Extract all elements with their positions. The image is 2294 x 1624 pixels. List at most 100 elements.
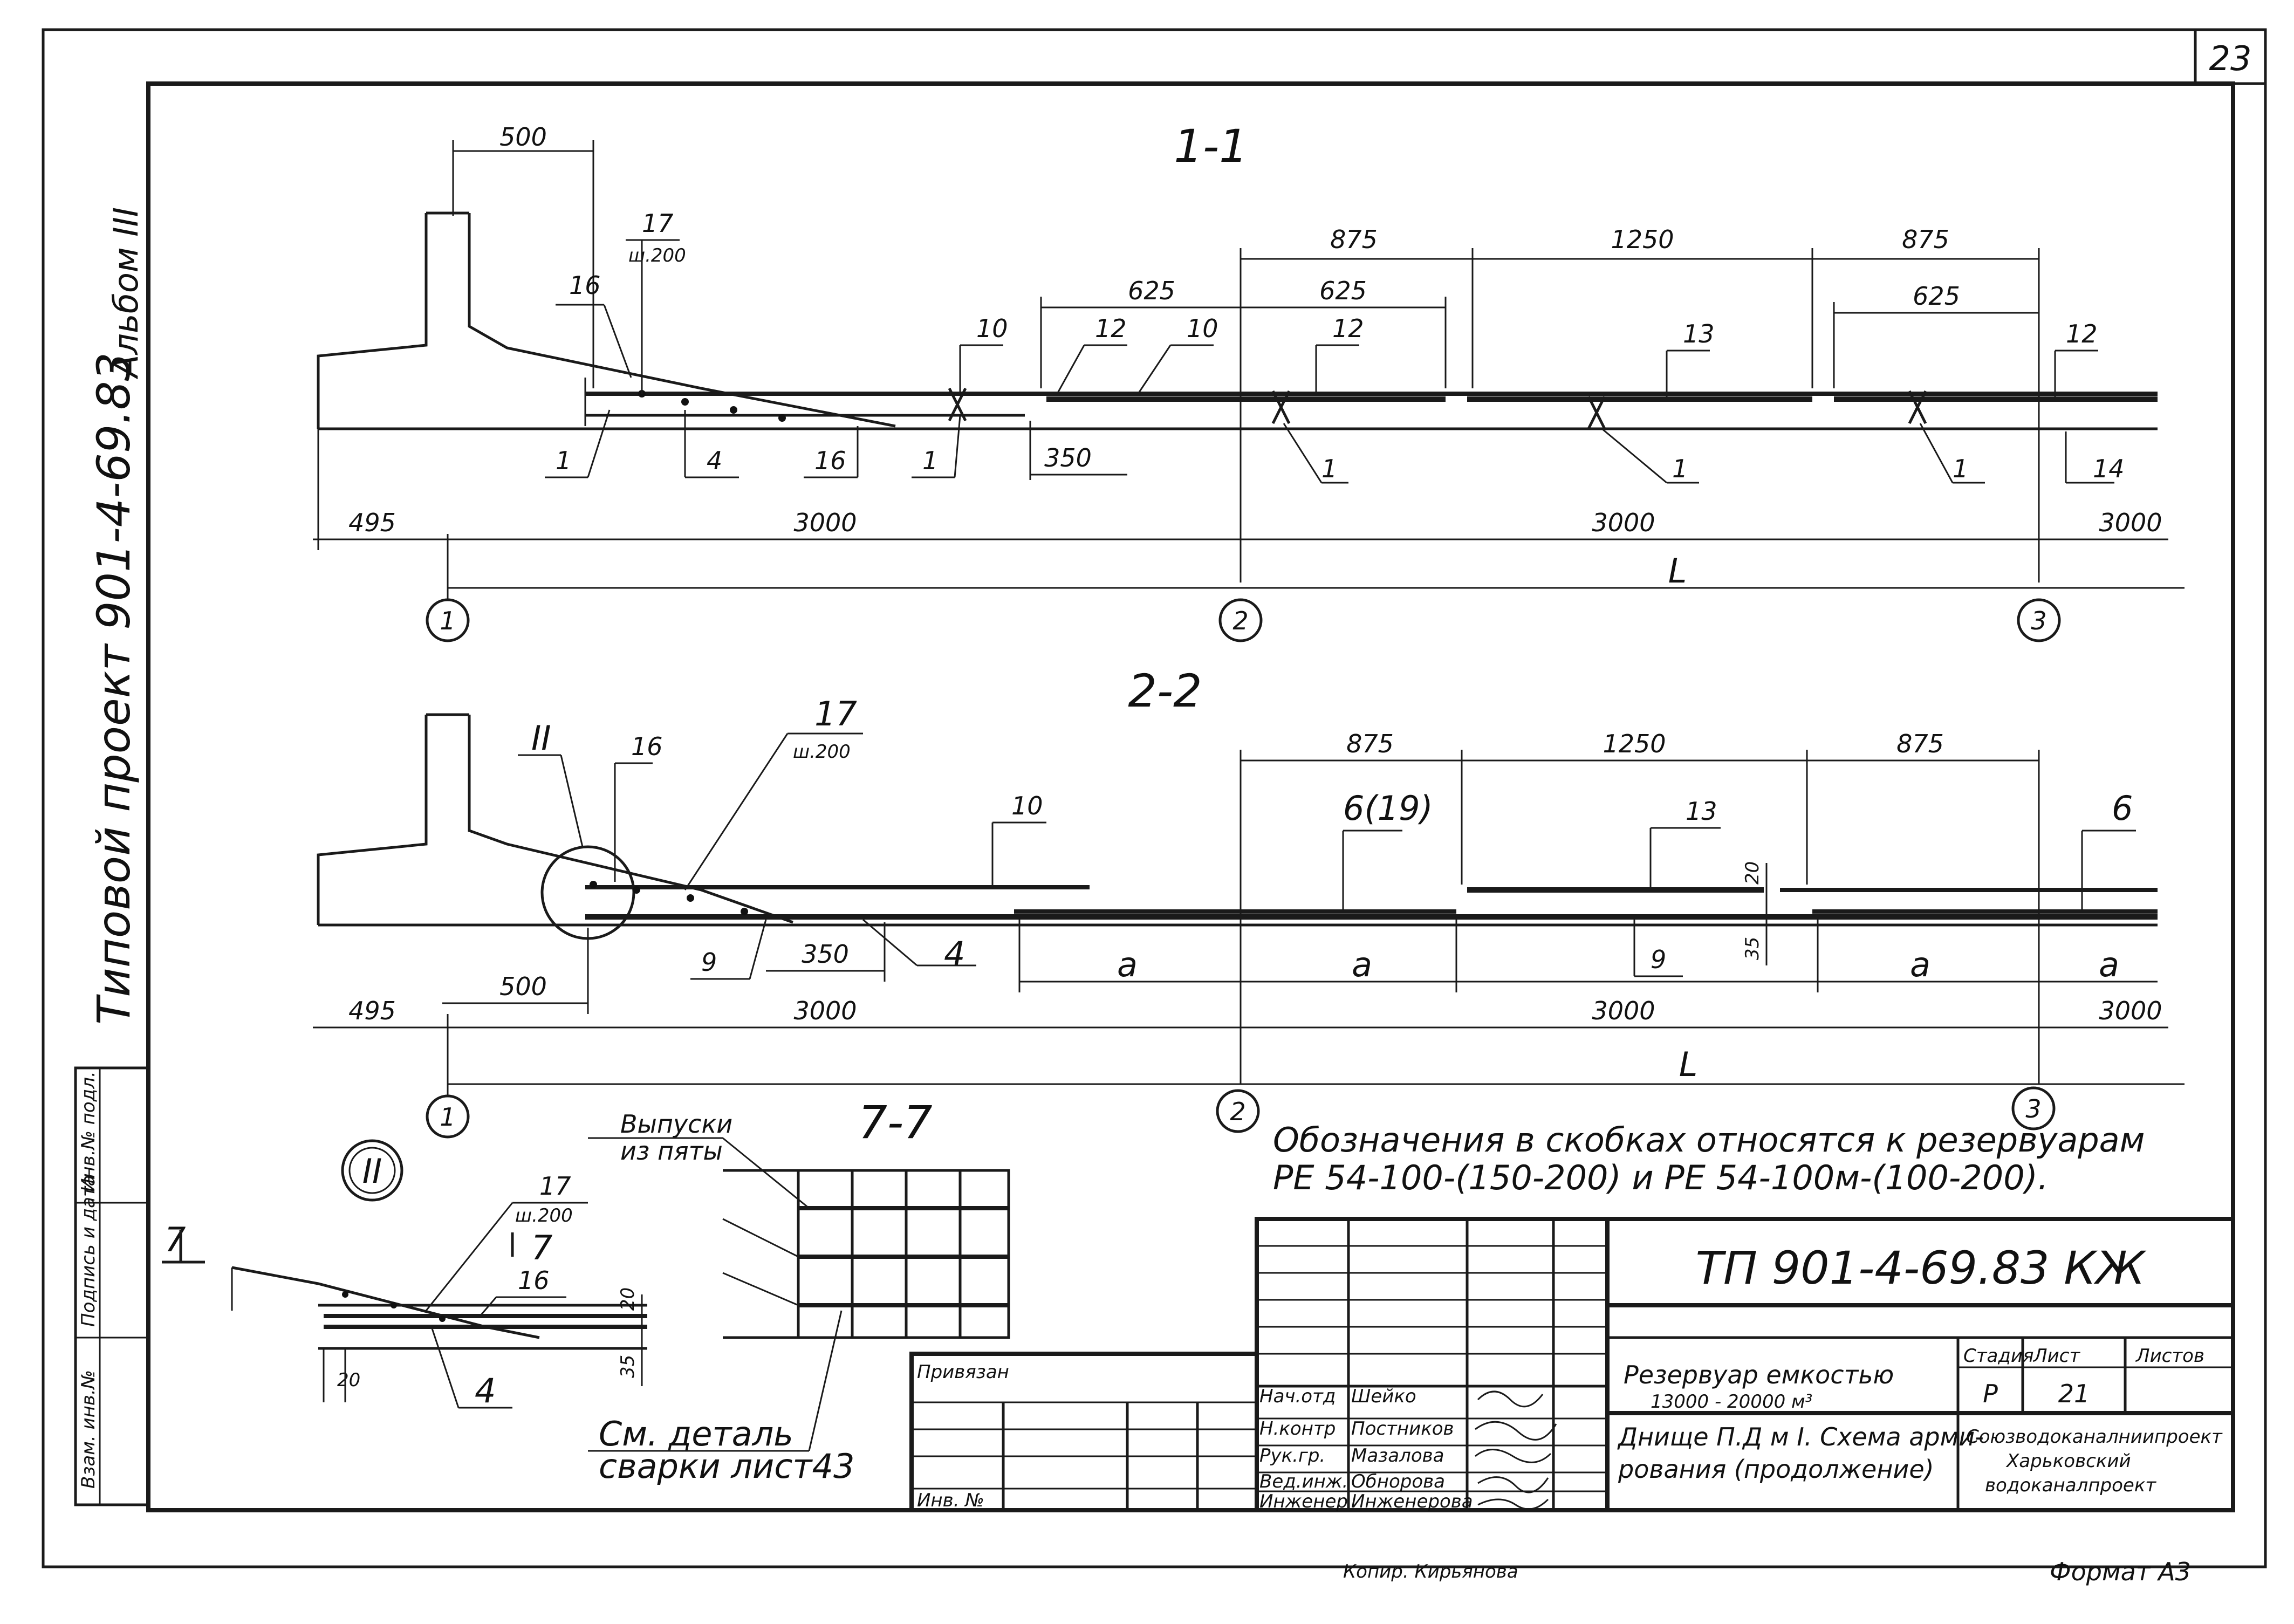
svg-text:Харьковский: Харьковский bbox=[2005, 1450, 2131, 1472]
svg-text:a: a bbox=[2099, 945, 2119, 984]
section-1-title: 1-1 bbox=[1174, 120, 1248, 173]
svg-text:Постников: Постников bbox=[1351, 1418, 1454, 1440]
sheet-number-box bbox=[2194, 28, 2267, 85]
svg-text:1: 1 bbox=[1672, 454, 1688, 483]
footer-format: Формат А3 bbox=[2050, 1557, 2191, 1586]
svg-text:ш.200: ш.200 bbox=[628, 245, 686, 266]
detail-II: II 17 ш.200 7 7 16 20 35 20 4 bbox=[162, 1139, 647, 1410]
svg-text:Союзводоканалниипроект: Союзводоканалниипроект bbox=[1966, 1426, 2223, 1448]
svg-text:Стадия: Стадия bbox=[1963, 1345, 2033, 1367]
side-album: Альбом III bbox=[106, 207, 146, 380]
svg-text:20: 20 bbox=[1742, 861, 1763, 885]
svg-text:12: 12 bbox=[2066, 319, 2098, 348]
side-project: Типовой проект 901-4-69.83 bbox=[87, 352, 140, 1025]
svg-text:a: a bbox=[1910, 945, 1930, 984]
outer-frame bbox=[42, 28, 2267, 1568]
sheet-number: 23 bbox=[2209, 39, 2252, 78]
svg-text:625: 625 bbox=[1128, 276, 1175, 305]
svg-text:3: 3 bbox=[2031, 606, 2046, 635]
svg-text:II: II bbox=[362, 1152, 382, 1191]
svg-text:Инв. №: Инв. № bbox=[917, 1490, 984, 1511]
svg-text:16: 16 bbox=[518, 1266, 550, 1295]
svg-text:a: a bbox=[1117, 945, 1138, 984]
svg-text:10: 10 bbox=[1187, 314, 1218, 343]
svg-text:3000: 3000 bbox=[2099, 996, 2162, 1025]
svg-text:Инженерова: Инженерова bbox=[1351, 1491, 1473, 1512]
note-line-1: Обозначения в скобках относятся к резерв… bbox=[1273, 1120, 2145, 1160]
svg-text:16: 16 bbox=[631, 732, 663, 761]
svg-text:10: 10 bbox=[1011, 791, 1043, 820]
svg-text:4: 4 bbox=[944, 934, 965, 974]
svg-text:Рук.гр.: Рук.гр. bbox=[1259, 1445, 1325, 1467]
svg-text:3: 3 bbox=[2025, 1094, 2041, 1123]
svg-text:Инженер: Инженер bbox=[1259, 1491, 1348, 1512]
svg-text:4: 4 bbox=[707, 446, 722, 475]
svg-text:7-7: 7-7 bbox=[858, 1096, 932, 1149]
svg-text:II: II bbox=[531, 718, 551, 758]
svg-text:17: 17 bbox=[642, 209, 674, 238]
svg-text:2: 2 bbox=[1230, 1097, 1245, 1126]
svg-text:ш.200: ш.200 bbox=[793, 741, 851, 763]
svg-text:13000 - 20000 м³: 13000 - 20000 м³ bbox=[1651, 1391, 1812, 1413]
svg-text:10: 10 bbox=[976, 314, 1008, 343]
svg-text:L: L bbox=[1668, 551, 1687, 591]
svg-text:1: 1 bbox=[556, 446, 571, 475]
svg-text:13: 13 bbox=[1683, 319, 1715, 348]
svg-text:9: 9 bbox=[1651, 945, 1666, 974]
svg-text:L: L bbox=[1679, 1045, 1698, 1084]
svg-text:500: 500 bbox=[499, 972, 547, 1001]
svg-text:500: 500 bbox=[499, 122, 547, 152]
svg-text:Резервуар емкостью: Резервуар емкостью bbox=[1624, 1360, 1894, 1389]
svg-text:9: 9 bbox=[701, 948, 717, 977]
svg-text:875: 875 bbox=[1346, 729, 1394, 758]
svg-text:Выпуски: Выпуски bbox=[620, 1109, 732, 1139]
svg-text:Шейко: Шейко bbox=[1351, 1386, 1416, 1407]
svg-text:7: 7 bbox=[531, 1228, 552, 1267]
svg-text:875: 875 bbox=[1330, 225, 1378, 254]
svg-text:13: 13 bbox=[1686, 797, 1717, 826]
svg-text:35: 35 bbox=[617, 1355, 639, 1378]
svg-text:625: 625 bbox=[1913, 282, 1960, 311]
svg-text:1: 1 bbox=[1321, 454, 1337, 483]
svg-text:4: 4 bbox=[475, 1371, 496, 1410]
svg-text:сварки лист43: сварки лист43 bbox=[599, 1447, 854, 1486]
section-1-1: 1-1 500 875 1250 875 625 625 625 bbox=[313, 120, 2185, 642]
svg-text:1: 1 bbox=[1953, 454, 1968, 483]
svg-text:1: 1 bbox=[440, 606, 455, 635]
drawing-code: ТП 901-4-69.83 КЖ bbox=[1696, 1242, 2147, 1294]
svg-text:Лист: Лист bbox=[2032, 1345, 2080, 1367]
svg-text:1250: 1250 bbox=[1603, 729, 1666, 758]
svg-text:Листов: Листов bbox=[2135, 1345, 2204, 1367]
svg-text:рования (продолжение): рования (продолжение) bbox=[1618, 1455, 1934, 1484]
svg-text:350: 350 bbox=[1044, 443, 1092, 472]
svg-text:20: 20 bbox=[617, 1287, 639, 1311]
svg-text:1: 1 bbox=[440, 1102, 455, 1132]
svg-text:3000: 3000 bbox=[793, 508, 857, 537]
svg-text:Мазалова: Мазалова bbox=[1351, 1445, 1444, 1467]
note-line-2: РЕ 54-100-(150-200) и РЕ 54-100м-(100-20… bbox=[1273, 1158, 2049, 1197]
section-7-7: 7-7 Выпуски из пяты См. деталь сварки ли… bbox=[588, 1096, 1010, 1486]
svg-text:16: 16 bbox=[569, 271, 601, 300]
svg-text:Нач.отд: Нач.отд bbox=[1259, 1386, 1336, 1407]
svg-text:Н.контр: Н.контр bbox=[1259, 1418, 1336, 1440]
svg-text:21: 21 bbox=[2058, 1379, 2090, 1408]
svg-text:875: 875 bbox=[1902, 225, 1949, 254]
svg-text:7: 7 bbox=[165, 1220, 186, 1259]
svg-text:1: 1 bbox=[922, 446, 938, 475]
svg-text:водоканалпроект: водоканалпроект bbox=[1985, 1475, 2156, 1496]
svg-text:Привязан: Привязан bbox=[917, 1361, 1009, 1383]
side-stamp-3: Взам. инв.№ bbox=[78, 1370, 99, 1489]
svg-text:a: a bbox=[1352, 945, 1372, 984]
title-block: Привязан Инв. № Нач.отд Н.контр Рук.гр. … bbox=[909, 1217, 2235, 1512]
svg-text:14: 14 bbox=[2093, 454, 2125, 483]
svg-text:См. деталь: См. деталь bbox=[599, 1414, 793, 1454]
svg-text:3000: 3000 bbox=[1592, 508, 1655, 537]
svg-text:Р: Р bbox=[1983, 1379, 1998, 1408]
svg-text:20: 20 bbox=[337, 1369, 360, 1391]
svg-text:Вед.инж.: Вед.инж. bbox=[1259, 1471, 1348, 1492]
svg-text:875: 875 bbox=[1896, 729, 1944, 758]
svg-text:17: 17 bbox=[539, 1171, 571, 1201]
side-stamp-1: Инв.№ подл. bbox=[78, 1071, 99, 1192]
svg-text:350: 350 bbox=[802, 940, 849, 969]
